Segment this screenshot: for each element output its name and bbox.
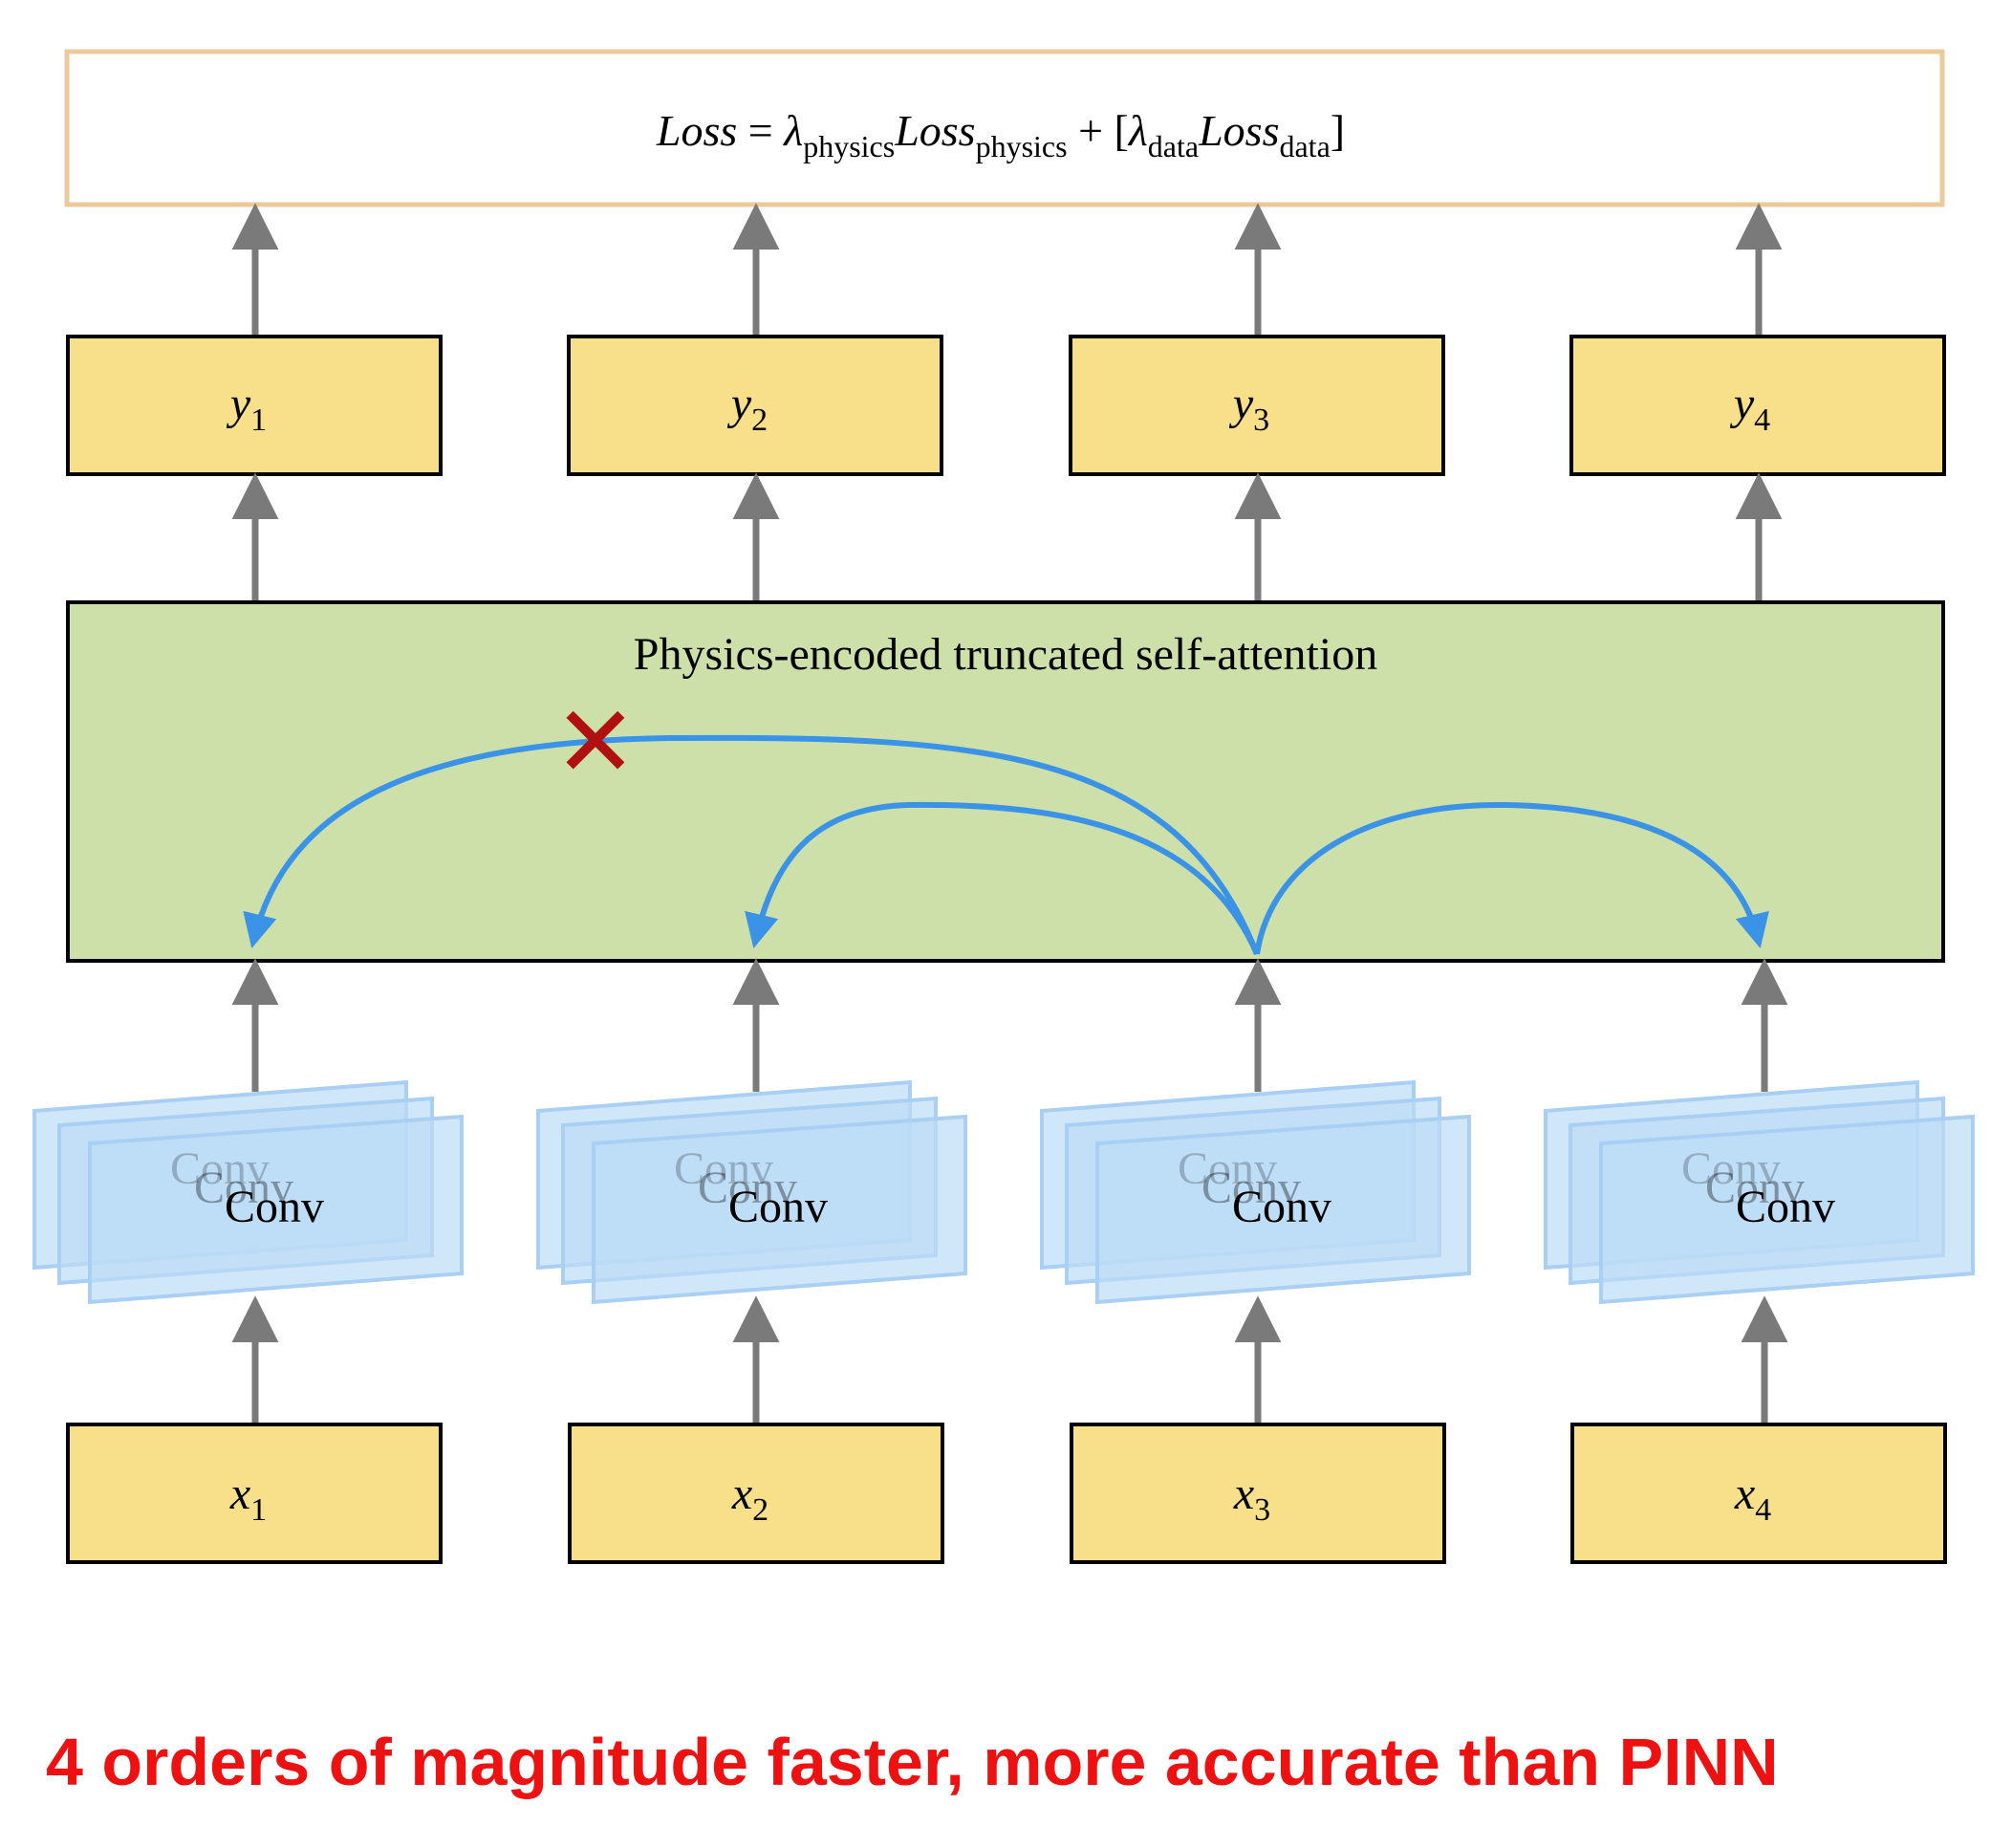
loss-formula: Loss = λphysicsLossphysics + [λdataLossd… <box>656 106 1345 163</box>
svg-text:Conv: Conv <box>1705 1163 1805 1213</box>
input-node-x4: x4 <box>1570 1423 1947 1564</box>
output-node-y4: y4 <box>1569 335 1946 476</box>
attention-title: Physics-encoded truncated self-attention <box>634 629 1377 680</box>
svg-text:Conv: Conv <box>1681 1143 1781 1194</box>
output-node-y2: y2 <box>567 335 943 476</box>
input-node-x3: x3 <box>1070 1423 1446 1564</box>
conv-stack-3: Conv Conv Conv <box>1040 1079 1471 1305</box>
svg-text:y3: y3 <box>1228 379 1269 438</box>
caption: 4 orders of magnitude faster, more accur… <box>46 1725 1779 1799</box>
svg-text:y4: y4 <box>1729 379 1770 438</box>
svg-text:Conv: Conv <box>698 1163 797 1213</box>
svg-text:Conv: Conv <box>194 1163 293 1213</box>
svg-text:Conv: Conv <box>1178 1143 1277 1194</box>
svg-text:Conv: Conv <box>1201 1163 1301 1213</box>
output-node-y3: y3 <box>1069 335 1445 476</box>
conv-label-3: Conv <box>1232 1182 1331 1232</box>
loss-box: Loss = λphysicsLossphysics + [λdataLossd… <box>64 49 1945 207</box>
conv-label-4: Conv <box>1736 1182 1835 1232</box>
output-row: y1 y2 y3 y4 <box>66 335 1946 476</box>
conv-stack-4: Conv Conv Conv <box>1544 1079 1975 1305</box>
svg-text:y1: y1 <box>226 379 267 438</box>
attention-arc-3-to-4 <box>1254 801 1769 955</box>
attention-arc-3-to-1 <box>243 734 1260 956</box>
svg-text:y2: y2 <box>726 379 768 438</box>
output-node-y1: y1 <box>66 335 443 476</box>
conv-label-2: Conv <box>728 1182 828 1232</box>
attention-block: Physics-encoded truncated self-attention… <box>66 600 1945 963</box>
svg-text:x4: x4 <box>1734 1468 1771 1528</box>
arrows-to-conv <box>231 1295 1788 1424</box>
svg-text:x1: x1 <box>229 1468 267 1528</box>
conv-label-1: Conv <box>225 1182 324 1232</box>
arrows-to-attention <box>231 958 1788 1092</box>
arrows-to-outputs <box>231 472 1783 602</box>
conv-stack-2: Conv Conv Conv <box>536 1079 967 1305</box>
attention-arc-3-to-2 <box>745 801 1260 956</box>
input-node-x2: x2 <box>568 1423 944 1564</box>
svg-text:x3: x3 <box>1233 1468 1270 1528</box>
blocked-connection-mark: ✕ <box>553 687 637 798</box>
svg-text:Conv: Conv <box>674 1143 773 1194</box>
svg-text:Conv: Conv <box>170 1143 270 1194</box>
input-node-x1: x1 <box>66 1423 443 1564</box>
input-row: x1 x2 x3 x4 <box>66 1423 1947 1564</box>
arrows-to-loss <box>231 203 1783 337</box>
conv-stack-1: Conv Conv Conv <box>32 1079 464 1305</box>
svg-text:x2: x2 <box>731 1468 768 1528</box>
